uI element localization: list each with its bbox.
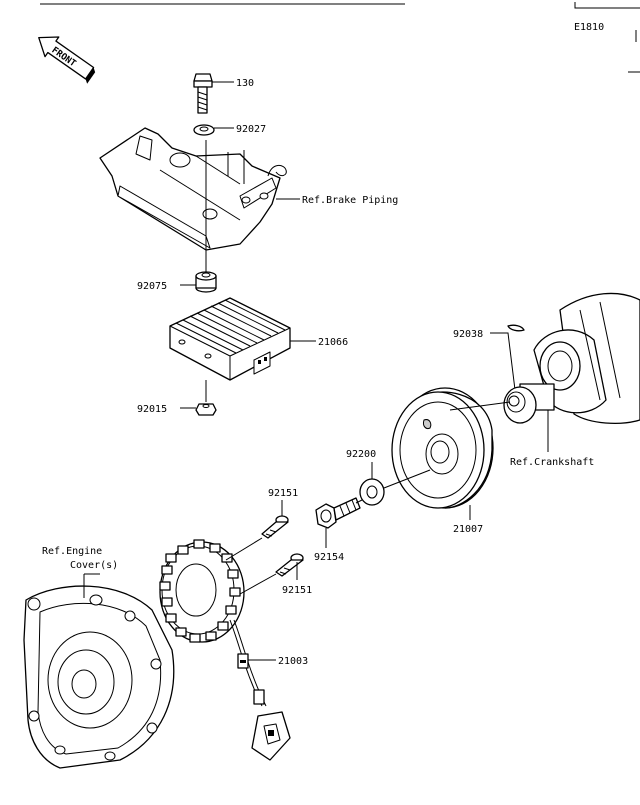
engine-cover <box>23 585 175 769</box>
callout-92038: 92038 <box>453 329 483 340</box>
ref-brake-piping: Ref.Brake Piping <box>302 195 398 206</box>
callout-92151-lower: 92151 <box>282 585 312 596</box>
callout-92015: 92015 <box>137 404 167 415</box>
rotor-21007 <box>391 387 494 509</box>
key-92038 <box>507 324 525 332</box>
diagram-code: E1810 <box>574 22 604 33</box>
callout-21066: 21066 <box>318 337 348 348</box>
bolt-92151-lower <box>275 553 304 577</box>
ref-engine-cover-line2: Cover(s) <box>70 560 118 571</box>
bolt-92151-upper <box>261 515 289 539</box>
stator-wire-harness <box>229 619 291 761</box>
regulator-bracket <box>99 127 287 280</box>
ref-engine-cover-line1: Ref.Engine <box>42 546 102 557</box>
callout-130: 130 <box>236 78 254 89</box>
grommet-92075 <box>195 271 217 293</box>
nut-92015 <box>195 403 217 416</box>
regulator-rectifier-21066 <box>169 297 291 381</box>
front-arrow-icon: FRONT <box>38 36 96 84</box>
callout-21003: 21003 <box>278 656 308 667</box>
bolt-92154 <box>315 497 361 529</box>
washer-92027 <box>193 124 215 136</box>
callout-92075: 92075 <box>137 281 167 292</box>
callout-92200: 92200 <box>346 449 376 460</box>
bolt-130 <box>193 73 213 114</box>
washer-92200 <box>359 478 385 506</box>
crankshaft <box>503 292 640 424</box>
callout-21007: 21007 <box>453 524 483 535</box>
callout-92154: 92154 <box>314 552 344 563</box>
stator-21003 <box>159 539 245 643</box>
callout-92027: 92027 <box>236 124 266 135</box>
ref-crankshaft: Ref.Crankshaft <box>510 457 594 468</box>
callout-92151-upper: 92151 <box>268 488 298 499</box>
page-frame <box>40 2 640 73</box>
